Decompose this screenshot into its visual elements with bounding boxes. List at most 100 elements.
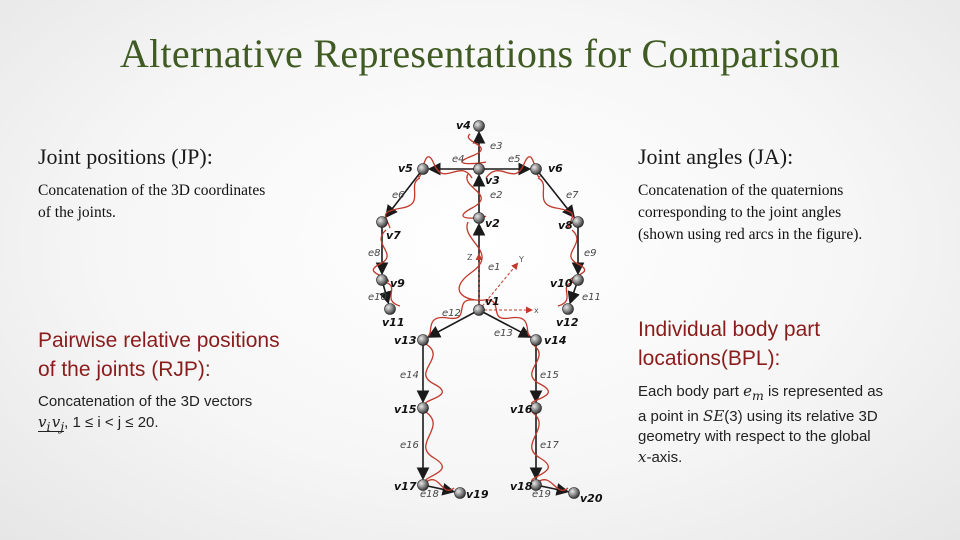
arc-foot-left [425, 479, 455, 491]
joint-label-v19: v19 [466, 488, 489, 501]
joint-label-v13: v13 [394, 334, 417, 347]
edge-label-e11: e11 [582, 292, 601, 303]
edge-label-e6: e6 [392, 190, 405, 201]
arc-foot-right [537, 479, 569, 491]
rjp-vector: vi vj [38, 413, 65, 434]
joint-v8 [572, 216, 584, 228]
rjp-heading: Pairwise relative positions of the joint… [38, 326, 348, 384]
joint-label-v15: v15 [394, 403, 417, 416]
joint-v14 [530, 334, 542, 346]
joint-v18 [530, 479, 542, 491]
slide-title: Alternative Representations for Comparis… [119, 31, 841, 76]
joint-label-v14: v14 [544, 334, 566, 347]
edge-label-e8: e8 [368, 248, 381, 259]
arc-neck [462, 173, 487, 219]
bone-v6-v8 [535, 168, 576, 219]
jp-description: Concatenation of the 3D coordinates of t… [38, 180, 358, 224]
joint-label-v4: v4 [456, 119, 471, 132]
bone-v1-v13 [427, 309, 480, 338]
rjp-description: Concatenation of the 3D vectors vi vj, 1… [38, 392, 358, 437]
edge-label-e13: e13 [494, 328, 513, 339]
ja-line-2: corresponding to the joint angles [638, 204, 842, 221]
arc-upperarm-left [384, 177, 421, 229]
joint-v20 [568, 487, 580, 499]
edge-label-e7: e7 [566, 190, 579, 201]
edge-label-e9: e9 [584, 248, 597, 259]
joint-label-v20: v20 [580, 492, 603, 505]
arc-thigh-right [531, 343, 549, 405]
bone-v1-v14 [478, 309, 532, 338]
bone-v5-v7 [384, 168, 424, 219]
joint-v10 [572, 274, 584, 286]
joint-v4 [473, 120, 485, 132]
rjp-heading-line-2: of the joints (RJP): [38, 358, 211, 381]
ja-description: Concatenation of the quaternions corresp… [638, 180, 948, 246]
rjp-line-2: vi vj, 1 ≤ i < j ≤ 20. [38, 412, 358, 437]
arc-hip-left [427, 299, 475, 337]
arc-hip-right [483, 299, 531, 337]
joint-label-v12: v12 [556, 316, 579, 329]
joint-label-v3: v3 [485, 174, 500, 187]
jp-heading: Joint positions (JP): [38, 144, 213, 169]
jp-line-2: of the joints. [38, 204, 116, 221]
edge-label-e16: e16 [400, 440, 419, 451]
ja-line-3: (shown using red arcs in the figure). [638, 226, 863, 243]
ja-heading: Joint angles (JA): [638, 144, 794, 169]
arc-head [461, 133, 487, 165]
joint-v1 [473, 304, 485, 316]
joint-v6 [530, 163, 542, 175]
joint-label-v9: v9 [390, 277, 405, 290]
joint-label-v18: v18 [510, 480, 533, 493]
joint-v9 [376, 274, 388, 286]
joint-v11 [384, 303, 396, 315]
joint-v19 [454, 487, 466, 499]
z-axis-label: Z [467, 253, 473, 262]
joint-v2 [473, 212, 485, 224]
joint-label-v6: v6 [548, 162, 563, 175]
bpl-heading-line-2: locations(BPL): [638, 347, 781, 370]
arc-thigh-left [425, 343, 443, 405]
arc-shin-right [531, 411, 549, 483]
joint-label-v2: v2 [485, 217, 500, 230]
joint-v15 [417, 402, 429, 414]
rjp-heading-line-1: Pairwise relative positions [38, 329, 280, 352]
bpl-line-3: geometry with respect to the global [638, 428, 871, 445]
edge-label-e14: e14 [400, 370, 419, 381]
joint-label-v11: v11 [382, 316, 404, 329]
bpl-description: Each body part em is represented as a po… [638, 381, 938, 468]
x-axis-label: x [534, 306, 539, 315]
joint-label-v17: v17 [394, 480, 417, 493]
edge-label-e2: e2 [490, 190, 503, 201]
joint-v12 [562, 303, 574, 315]
edge-label-e4: e4 [452, 154, 465, 165]
arc-spine [458, 221, 485, 301]
skeleton-joints [376, 120, 584, 499]
edge-label-e10: e10 [368, 292, 387, 303]
rjp-condition: , 1 ≤ i < j ≤ 20. [64, 414, 159, 431]
edge-label-e18: e18 [420, 489, 439, 500]
bpl-heading-line-1: Individual body part [638, 318, 821, 341]
bpl-heading: Individual body part locations(BPL): [638, 315, 938, 373]
bpl-line-4: x-axis. [638, 448, 683, 466]
bpl-line-1: Each body part em is represented as [638, 382, 884, 403]
joint-v16 [530, 402, 542, 414]
joint-v17 [417, 479, 429, 491]
edge-label-e17: e17 [540, 440, 560, 451]
joint-label-v16: v16 [510, 403, 533, 416]
rjp-line-1: Concatenation of the 3D vectors [38, 393, 253, 410]
joint-v13 [417, 334, 429, 346]
jp-line-1: Concatenation of the 3D coordinates [38, 182, 266, 199]
joint-v7 [376, 216, 388, 228]
edge-label-e1: e1 [488, 262, 501, 273]
global-axes: x Z Y [467, 253, 539, 315]
joint-label-v5: v5 [398, 162, 413, 175]
joint-label-v1: v1 [485, 295, 500, 308]
arc-shin-left [425, 411, 443, 483]
y-axis-label: Y [518, 255, 524, 264]
bpl-line-2: a point in SE(3) using its relative 3D [638, 407, 878, 425]
skeleton-bones [375, 130, 585, 496]
arc-upperarm-right [537, 177, 574, 229]
joint-label-v8: v8 [558, 219, 573, 232]
